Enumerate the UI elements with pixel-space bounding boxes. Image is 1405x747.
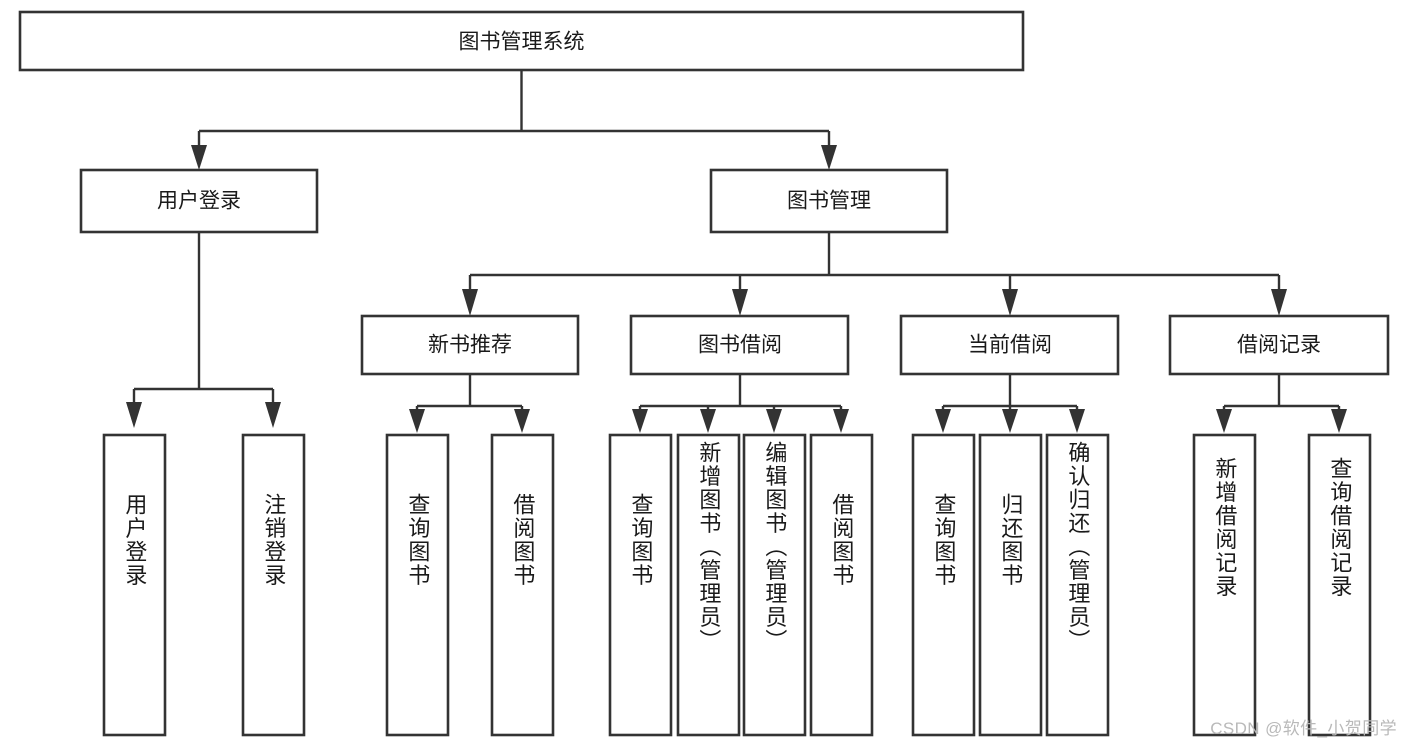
connector-group-book-borrow [632,374,849,433]
node-new-book-recommend[interactable]: 新书推荐 [360,314,580,376]
arrowhead-leaf-query-book-1 [409,409,425,433]
arrowhead-new-book-recommend [462,289,478,316]
node-root-label: 图书管理系统 [459,31,585,54]
leaf-query-book-2-box[interactable] [608,433,673,737]
connector-group-current-borrow [935,374,1085,433]
connector-group-borrow-record [1216,374,1347,433]
leaf-user-login-box[interactable] [102,433,167,737]
arrowhead-book-borrow [732,289,748,316]
leaf-add-book-box[interactable] [676,433,741,737]
connector-group-book-manage [462,232,1287,316]
node-book-borrow[interactable]: 图书借阅 [629,314,850,376]
leaf-return-book-box[interactable] [978,433,1043,737]
leaf-borrow-book-2-box[interactable] [809,433,874,737]
arrowhead-leaf-query-record [1331,409,1347,433]
connector-group-root [191,70,837,170]
node-new-book-recommend-box[interactable] [360,314,580,376]
node-book-borrow-box[interactable] [629,314,850,376]
arrowhead-leaf-return-book [1002,409,1018,433]
arrowhead-leaf-query-book-2 [632,409,648,433]
arrowhead-leaf-borrow-book-1 [514,409,530,433]
node-borrow-record-label: 借阅记录 [1237,334,1321,357]
node-borrow-record-box[interactable] [1168,314,1390,376]
node-book-borrow-label: 图书借阅 [698,334,782,357]
node-root-box[interactable] [18,10,1025,72]
arrowhead-leaf-user-logout [265,402,281,428]
node-book-manage[interactable]: 图书管理 [709,168,949,234]
leaf-edit-book-box[interactable] [742,433,807,737]
leaf-query-book-1-box[interactable] [385,433,450,737]
leaf-query-book-3-box[interactable] [911,433,976,737]
leaf-add-record-box[interactable] [1192,433,1257,737]
node-book-manage-label: 图书管理 [787,190,871,213]
node-book-manage-box[interactable] [709,168,949,234]
node-user-login-box[interactable] [79,168,319,234]
arrowhead-leaf-add-record [1216,409,1232,433]
leaf-confirm-return-box[interactable] [1045,433,1110,737]
leaf-query-record-box[interactable] [1307,433,1372,737]
node-user-login[interactable]: 用户登录 [79,168,319,234]
arrowhead-leaf-query-book-3 [935,409,951,433]
node-current-borrow[interactable]: 当前借阅 [899,314,1120,376]
arrowhead-user-login [191,145,207,170]
node-user-login-label: 用户登录 [157,190,241,213]
leaf-user-logout-box[interactable] [241,433,306,737]
arrowhead-leaf-user-login [126,402,142,428]
arrowhead-current-borrow [1002,289,1018,316]
arrowhead-leaf-edit-book [766,409,782,433]
node-current-borrow-label: 当前借阅 [968,334,1052,357]
arrowhead-leaf-confirm-return [1069,409,1085,433]
leaf-borrow-book-1-box[interactable] [490,433,555,737]
node-new-book-recommend-label: 新书推荐 [428,334,512,357]
watermark-text: CSDN @软件_小贺同学 [1210,719,1397,738]
node-current-borrow-box[interactable] [899,314,1120,376]
connector-group-new-book-recommend [409,374,530,433]
node-root[interactable]: 图书管理系统 [18,10,1025,72]
arrowhead-leaf-add-book [700,409,716,433]
node-borrow-record[interactable]: 借阅记录 [1168,314,1390,376]
arrowhead-book-manage [821,145,837,170]
connector-group-user-login [126,232,281,428]
arrowhead-leaf-borrow-book-2 [833,409,849,433]
arrowhead-borrow-record [1271,289,1287,316]
